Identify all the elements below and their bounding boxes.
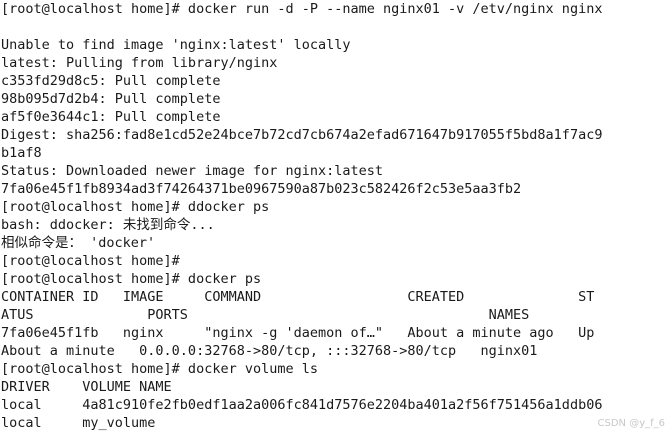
- terminal-line: 7fa06e45f1fb8934ad3f74264371be0967590a87…: [1, 181, 522, 197]
- terminal-line: ATUS PORTS NAMES: [1, 307, 530, 323]
- terminal-line: [root@localhost home]# docker ps: [1, 271, 262, 287]
- terminal-line: af5f0e3644c1: Pull complete: [1, 109, 221, 125]
- terminal-line: [1, 18, 671, 36]
- terminal-line: 7fa06e45f1fb nginx "nginx -g 'daemon of……: [1, 325, 595, 341]
- terminal-line: [root@localhost home]# docker run -d -P …: [1, 1, 603, 17]
- terminal-line: local 4a81c910fe2fb0edf1aa2a006fc841d757…: [1, 397, 603, 413]
- terminal-line: Unable to find image 'nginx:latest' loca…: [1, 37, 351, 53]
- terminal-line: DRIVER VOLUME NAME: [1, 379, 172, 395]
- terminal-line: 98b095d7d2b4: Pull complete: [1, 91, 221, 107]
- terminal-line: [root@localhost home]# docker volume ls: [1, 361, 318, 377]
- terminal-line: local my_volume: [1, 415, 156, 431]
- terminal-line: [root@localhost home]#: [1, 253, 180, 269]
- terminal-line: Digest: sha256:fad8e1cd52e24bce7b72cd7cb…: [1, 127, 603, 143]
- terminal-line: b1af8: [1, 145, 42, 161]
- terminal-line: bash: ddocker: 未找到命令...: [1, 217, 215, 233]
- terminal-line: 相似命令是： 'docker': [1, 235, 156, 251]
- terminal-line: latest: Pulling from library/nginx: [1, 55, 278, 71]
- terminal-line: CONTAINER ID IMAGE COMMAND CREATED ST: [1, 289, 595, 305]
- terminal-line: [root@localhost home]# ddocker ps: [1, 199, 270, 215]
- watermark: CSDN @y_f_6: [597, 418, 666, 429]
- terminal-line: About a minute 0.0.0.0:32768->80/tcp, ::…: [1, 343, 538, 359]
- terminal-line: c353fd29d8c5: Pull complete: [1, 73, 221, 89]
- terminal-line: Status: Downloaded newer image for nginx…: [1, 163, 384, 179]
